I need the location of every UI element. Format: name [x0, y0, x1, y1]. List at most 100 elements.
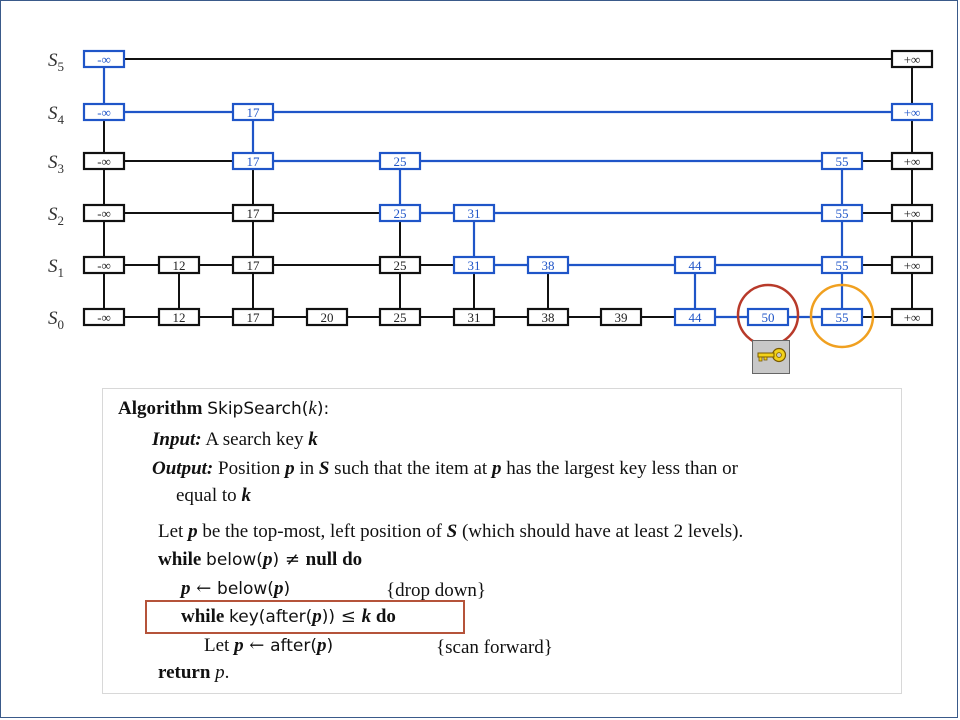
leq-symbol: ≤	[335, 606, 362, 627]
svg-text:+∞: +∞	[904, 206, 921, 221]
skip-node: 12	[157, 307, 201, 327]
function-end: )	[326, 636, 334, 656]
output-var: S	[318, 458, 330, 479]
svg-text:44: 44	[689, 310, 703, 325]
return-end: .	[224, 662, 230, 683]
skip-node: +∞	[890, 151, 934, 171]
algorithm-keyword: Algorithm	[118, 398, 203, 419]
skip-node: 38	[526, 307, 570, 327]
skip-node: 25	[378, 255, 422, 275]
let-text: (which should have at least 2 levels).	[457, 521, 744, 542]
svg-text:17: 17	[247, 206, 261, 221]
skip-node: 25	[378, 151, 422, 171]
level-label: S2	[48, 204, 64, 228]
skip-node: 39	[599, 307, 643, 327]
output-var: p	[491, 458, 502, 479]
skip-node: 25	[378, 203, 422, 223]
svg-text:20: 20	[321, 310, 334, 325]
skip-node: +∞	[890, 203, 934, 223]
svg-text:31: 31	[468, 310, 481, 325]
assign-arrow: ←	[243, 635, 271, 656]
skip-node: -∞	[82, 203, 126, 223]
skip-node: 17	[231, 203, 275, 223]
level-label: S5	[48, 50, 64, 74]
return-keyword: return	[158, 662, 211, 683]
input-label: Input:	[152, 429, 202, 450]
function-name: key(after(	[229, 607, 313, 627]
svg-text:31: 31	[468, 206, 481, 221]
svg-text:-∞: -∞	[97, 52, 111, 67]
svg-text:-∞: -∞	[97, 258, 111, 273]
level-label: S4	[48, 103, 65, 127]
level-label: S1	[48, 256, 64, 280]
output-text: has the largest key less than or	[501, 458, 739, 479]
let-var: p	[188, 521, 198, 542]
skip-node: 31	[452, 255, 496, 275]
level-label: S0	[48, 308, 64, 332]
var: p	[262, 549, 273, 570]
svg-text:+∞: +∞	[904, 154, 921, 169]
skip-node: 44	[673, 255, 717, 275]
algo-header: Algorithm SkipSearch(k):	[118, 398, 329, 420]
svg-text:+∞: +∞	[904, 105, 921, 120]
skip-node: +∞	[890, 49, 934, 69]
skip-node: -∞	[82, 49, 126, 69]
svg-text:17: 17	[247, 258, 261, 273]
skip-node: 38	[526, 255, 570, 275]
comment-drop-down: {drop down}	[386, 580, 486, 602]
function-end: )	[283, 579, 291, 599]
svg-text:55: 55	[836, 258, 849, 273]
algo-output-line2: equal to k	[176, 485, 251, 507]
let-text: Let	[204, 635, 235, 656]
skip-node: 17	[231, 102, 275, 122]
svg-text:25: 25	[394, 258, 407, 273]
output-var: k	[241, 485, 251, 506]
svg-text:12: 12	[173, 310, 186, 325]
var: p	[316, 635, 327, 656]
svg-text:12: 12	[173, 258, 186, 273]
svg-text:25: 25	[394, 206, 407, 221]
skip-node: +∞	[890, 102, 934, 122]
do-keyword: do	[342, 549, 363, 570]
svg-text:38: 38	[542, 258, 555, 273]
let-text: be the top-most, left position of	[197, 521, 447, 542]
svg-text:+∞: +∞	[904, 258, 921, 273]
function-name: below(	[206, 550, 263, 570]
assign-arrow: ←	[190, 578, 218, 599]
svg-text:55: 55	[836, 206, 849, 221]
svg-text:25: 25	[394, 310, 407, 325]
skip-node: 25	[378, 307, 422, 327]
while-keyword: while	[181, 606, 225, 627]
comment-text: {scan forward}	[436, 637, 553, 658]
function-arg: k	[308, 398, 317, 419]
skip-node: +∞	[890, 307, 934, 327]
skip-list-links	[102, 58, 913, 319]
algorithm-panel	[102, 388, 902, 694]
skip-node: 55	[820, 307, 864, 327]
svg-text:-∞: -∞	[97, 105, 111, 120]
key-icon	[752, 340, 790, 374]
skip-node: 55	[820, 255, 864, 275]
algo-let-line: Let p be the top-most, left position of …	[158, 521, 743, 543]
input-var: k	[308, 429, 318, 450]
svg-text:44: 44	[689, 258, 703, 273]
algo-return-line: return p.	[158, 662, 229, 684]
output-text: Position	[218, 458, 286, 479]
input-text: A search key	[205, 429, 309, 450]
skip-node: -∞	[82, 255, 126, 275]
algo-drop-line: p ← below(p)	[181, 578, 290, 600]
function-name: SkipSearch(	[207, 399, 309, 419]
algo-scan-line: Let p ← after(p)	[204, 635, 333, 657]
inner-while-highlight	[145, 600, 465, 634]
level-label: S3	[48, 152, 64, 176]
let-text: Let	[158, 521, 189, 542]
let-var: S	[446, 521, 458, 542]
do-keyword: do	[375, 606, 396, 627]
neq-symbol: ≠	[279, 549, 306, 570]
svg-text:31: 31	[468, 258, 481, 273]
skip-node: 17	[231, 255, 275, 275]
skip-node: -∞	[82, 102, 126, 122]
svg-text:55: 55	[836, 154, 849, 169]
